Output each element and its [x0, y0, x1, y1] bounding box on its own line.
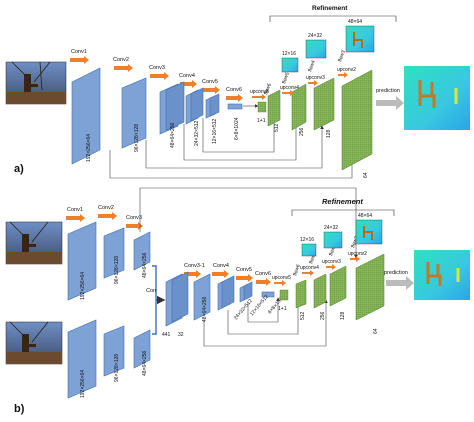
ch-256-b: 256: [320, 311, 326, 320]
dim1-a: 192×256×64: [86, 134, 92, 162]
ch-256-a: 256: [299, 127, 305, 136]
panel-b-label: b): [14, 403, 25, 415]
panel-b: b) Conv1 Conv2 Conv3 Co: [5, 187, 470, 415]
prediction-output-b: [414, 250, 470, 300]
encoder-blocks-b-bottom: [67, 319, 151, 399]
upconv2-label-a: upconv2: [337, 67, 356, 73]
upconv5-label-b: upconv5: [272, 275, 291, 281]
conv4-label-a: Conv4: [179, 73, 195, 79]
conv3-label-b: Conv3: [126, 215, 142, 221]
flow-size-24x32-b: 24×32: [324, 225, 338, 231]
prediction-label-b: prediction: [384, 270, 408, 276]
input-photo-b-top: [5, 221, 63, 265]
ch-128-b: 128: [340, 311, 346, 320]
flow-thumbnails-a: [281, 25, 375, 73]
encoder-blocks-b-mid: [165, 271, 275, 327]
refinement-bracket-b: [291, 209, 395, 216]
panel-a: a) Conv1 Conv2 Conv3 Conv4 Conv5 Conv6: [5, 5, 470, 179]
input-photo-a: [5, 61, 67, 105]
panel-a-label: a): [14, 163, 24, 175]
flow3-label-b: flow3: [350, 235, 360, 248]
corr-ch-32: 32: [178, 332, 184, 338]
dim2-a: 96×128×128: [134, 124, 140, 152]
conv2-label-a: Conv2: [113, 57, 129, 63]
dim2-b-bottom: 96×128×128: [114, 354, 120, 382]
dim3-a: 48×64×256: [170, 122, 176, 148]
conv-arrows-a: [70, 56, 243, 102]
conv1-label-b: Conv1: [67, 207, 83, 213]
ch-64-a: 64: [363, 172, 369, 178]
dim6-a: 6×8×1024: [234, 117, 240, 140]
dim2-b-top: 96×128×128: [114, 256, 120, 284]
upconv2-label-b: upconv2: [348, 251, 367, 257]
flow5-label-b: flow5: [308, 251, 318, 264]
flow-size-48x64-a: 48×64: [348, 19, 362, 25]
prediction-output-a: [404, 66, 470, 130]
flow5-label-a: flow5: [281, 71, 291, 84]
prediction-arrow-b: [386, 276, 414, 290]
flow-size-12x16-b: 12×16: [300, 237, 314, 243]
refinement-title-b: Refinement: [322, 197, 363, 206]
conv3-label-a: Conv3: [149, 65, 165, 71]
ch-512-b: 512: [300, 311, 306, 320]
upconv4-label-b: upconv4: [300, 265, 319, 271]
encoder-blocks-a: [71, 67, 243, 165]
dim-mid2-b: 24×32×512: [233, 298, 254, 321]
conv5-label-a: Conv5: [202, 79, 218, 85]
flow-size-24x32-a: 24×32: [308, 33, 322, 39]
dim1-b-bottom: 192×256×64: [80, 370, 86, 398]
flow-size-48x64-b: 48×64: [358, 213, 372, 219]
refinement-bracket-a: [269, 15, 397, 22]
flow4-label-b: flow4: [328, 243, 338, 256]
dim4-a: 24×32×512: [194, 120, 200, 146]
dim-mid3-b: 12×16×512: [249, 294, 270, 317]
prediction-arrow-a: [376, 96, 404, 110]
prediction-label-a: prediction: [376, 88, 400, 94]
upconv-arrows-a: [252, 72, 348, 100]
upconv3-label-a: upconv3: [306, 75, 325, 81]
conv2-label-b: Conv2: [98, 205, 114, 211]
ch-512-a: 512: [274, 123, 280, 132]
input-photo-b-bottom: [5, 321, 63, 365]
dim-mid1-b: 48×64×256: [202, 296, 208, 322]
flow-thumbnails-b: [301, 219, 383, 257]
dim5-a: 12×16×512: [212, 118, 218, 144]
conv1-label-a: Conv1: [71, 49, 87, 55]
correlation-merge-b: [152, 265, 166, 335]
conv5-label-b: Conv5: [236, 267, 252, 273]
dim3-b-top: 48×64×256: [142, 252, 148, 278]
conv4-label-b: Conv4: [213, 263, 229, 269]
ch-1p1-a: 1+1: [257, 118, 266, 124]
conv-arrows-b: [66, 212, 271, 286]
conv6-label-b: Conv6: [255, 271, 271, 277]
refinement-title-a: Refinement: [312, 5, 348, 12]
upconv3-label-b: upconv3: [322, 259, 341, 265]
conv3-1-label-b: Conv3-1: [184, 263, 205, 269]
flow-size-12x16-a: 12×16: [282, 51, 296, 57]
upconv-arrows-b: [274, 256, 360, 286]
upconv5-label-a: upconv5: [250, 89, 269, 95]
corr-ch-441: 441: [162, 332, 171, 338]
ch-64-b: 64: [373, 328, 379, 334]
flow3-label-a: flow3: [337, 49, 347, 62]
decoder-blocks-a: [257, 69, 373, 171]
upconv4-label-a: upconv4: [280, 85, 299, 91]
flow6-label-a: flow6: [263, 82, 273, 95]
flow6-label-b: flow6: [292, 263, 302, 276]
decoder-blocks-b: [279, 253, 385, 321]
dim3-b-bottom: 48×64×256: [142, 350, 148, 376]
encoder-blocks-b-top: [67, 221, 151, 301]
ch-1p1-b: 1+1: [278, 306, 287, 312]
flow4-label-a: flow4: [307, 59, 317, 72]
dim1-b-top: 192×256×64: [80, 272, 86, 300]
corr-label-b: Corr: [146, 288, 157, 294]
conv6-label-a: Conv6: [226, 87, 242, 93]
ch-128-a: 128: [326, 129, 332, 138]
